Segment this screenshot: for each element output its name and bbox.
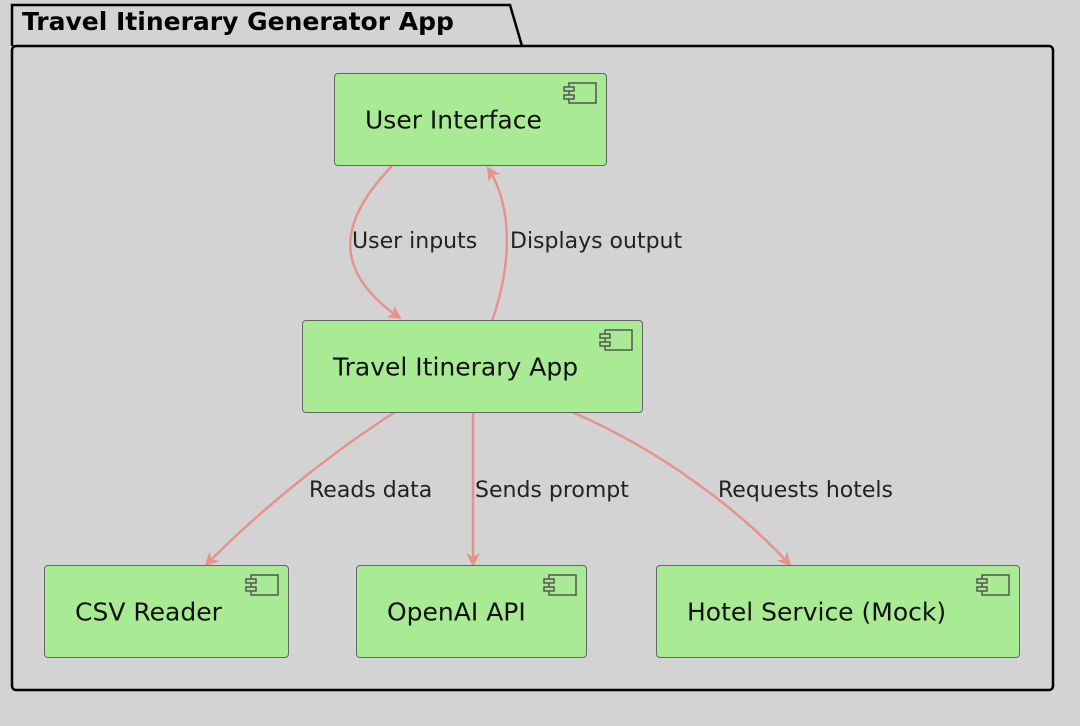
edge-requests-hotels: [571, 410, 792, 567]
component-icon: [563, 82, 597, 104]
edge-label-user-inputs: User inputs: [352, 229, 478, 254]
component-icon: [245, 574, 279, 596]
component-label: CSV Reader: [75, 597, 222, 626]
edge-label-displays-output: Displays output: [510, 229, 683, 254]
component-label: Travel Itinerary App: [333, 352, 579, 381]
package-tab: [10, 3, 524, 47]
edge-user-inputs: [349, 165, 402, 320]
component-csv-reader[interactable]: CSV Reader: [44, 565, 289, 658]
edge-label-reads-data: Reads data: [309, 478, 433, 503]
component-icon: [976, 574, 1010, 596]
edge-reads-data: [204, 410, 396, 567]
edge-displays-output: [486, 166, 509, 322]
component-openai-api[interactable]: OpenAI API: [356, 565, 587, 658]
component-label: Hotel Service (Mock): [687, 597, 947, 626]
component-hotel-service[interactable]: Hotel Service (Mock): [656, 565, 1020, 658]
component-label: OpenAI API: [387, 597, 526, 626]
component-travel-itinerary-app[interactable]: Travel Itinerary App: [302, 320, 643, 413]
edge-label-requests-hotels: Requests hotels: [718, 478, 893, 503]
component-label: User Interface: [365, 105, 542, 134]
component-icon: [599, 329, 633, 351]
component-icon: [543, 574, 577, 596]
package-title: Travel Itinerary Generator App: [22, 7, 454, 36]
package-frame: [10, 44, 1055, 692]
component-user-interface[interactable]: User Interface: [334, 73, 607, 166]
edge-label-sends-prompt: Sends prompt: [475, 478, 629, 503]
